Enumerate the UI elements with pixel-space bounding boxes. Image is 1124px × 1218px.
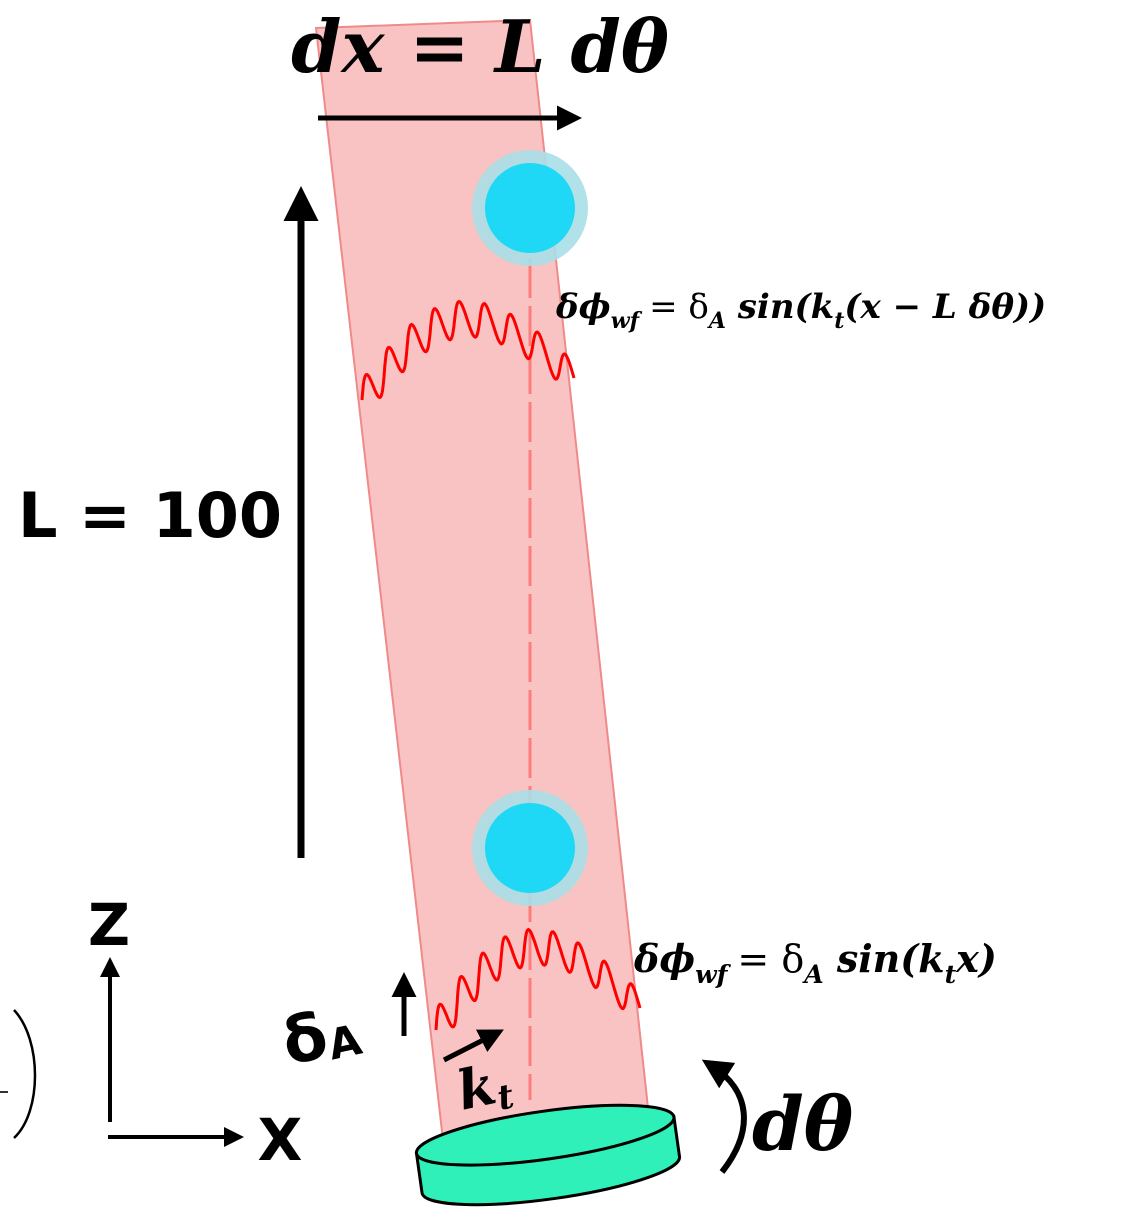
rotation-label: dθ [752, 1082, 854, 1168]
upper-wavefront-equation: δϕwf= δA sin(kt(x − L δθ)) [555, 287, 1046, 334]
amplitude-label: δA [276, 992, 367, 1080]
z-axis-label: Z [88, 891, 130, 959]
title-formula: dx = L dθ [291, 4, 669, 89]
lower-wavefront-equation: δϕwf= δA sin(ktx) [633, 936, 997, 989]
cropped-bracket [13, 1009, 37, 1139]
rotation-arrow [701, 1059, 747, 1174]
lower-wavefront [434, 927, 642, 1031]
upper-atom [472, 150, 588, 266]
x-axis-label: X [258, 1106, 303, 1174]
lower-atom [472, 790, 588, 906]
emitter-disk [414, 1103, 682, 1207]
length-label: L = 100 [18, 479, 282, 552]
wavevector-arrow [442, 1029, 504, 1063]
upper-wavefront [360, 299, 576, 401]
